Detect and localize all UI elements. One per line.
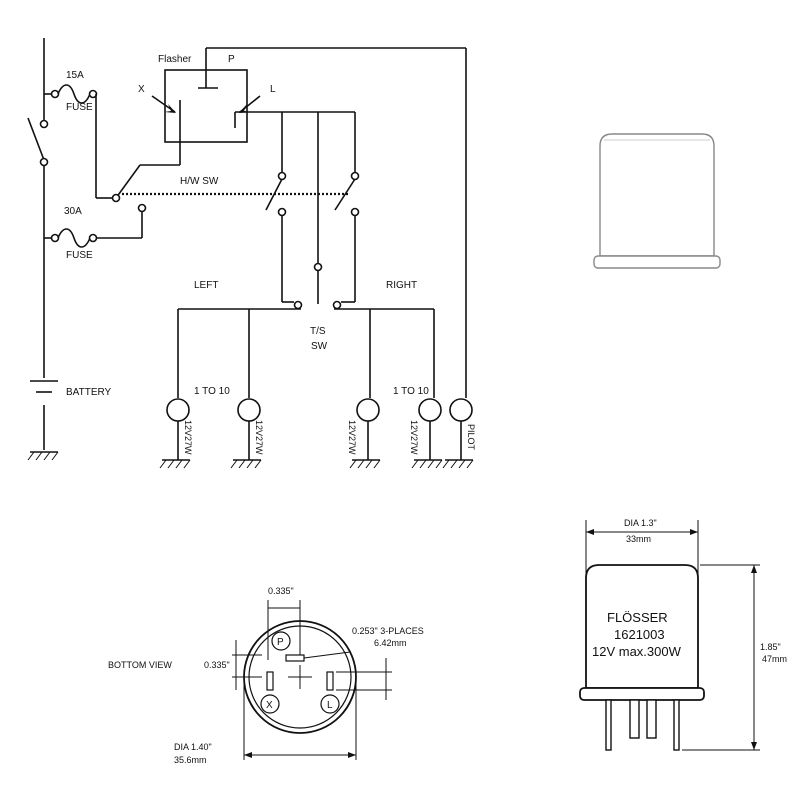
lamp-right-1-rating: 12V27W — [347, 420, 357, 455]
bottom-view-dim-pin: 0.253" 3-PLACES — [352, 626, 424, 636]
bottom-view-dim-left: 0.335" — [204, 660, 230, 670]
lamp-right-2 — [411, 398, 443, 469]
flasher-can-illustration — [593, 133, 721, 269]
terminal-l-label: L — [270, 84, 276, 95]
fuse-15a-rating: 15A — [66, 70, 84, 81]
side-view-dim-height: 1.85" — [760, 642, 781, 652]
lamp-left-2-rating: 12V27W — [254, 420, 264, 455]
bottom-view-dim-dia-mm: 35.6mm — [174, 755, 207, 765]
side-view-dim-dia-mm: 33mm — [626, 534, 651, 544]
bottom-view-dim-dia: DIA 1.40" — [174, 742, 212, 752]
left-label: LEFT — [194, 280, 218, 291]
battery-symbol — [30, 380, 58, 393]
turn-signal-switch — [281, 215, 356, 310]
product-part-number: 1621003 — [614, 627, 665, 642]
bottom-view-title: BOTTOM VIEW — [108, 660, 172, 670]
hw-switch-label: H/W SW — [180, 176, 219, 187]
lamp-right-1 — [349, 398, 381, 469]
main-switch — [27, 117, 49, 167]
terminal-x-label: X — [138, 84, 145, 95]
terminal-p-label: P — [228, 54, 235, 65]
bottom-view-dim-pin-mm: 6.42mm — [374, 638, 407, 648]
pin-x-label: X — [266, 700, 273, 711]
bottom-view-dim-top: 0.335" — [268, 586, 294, 596]
right-label: RIGHT — [386, 280, 417, 291]
hazard-switch — [111, 171, 360, 217]
fuse-30a-rating: 30A — [64, 206, 82, 217]
side-view-drawing — [579, 520, 760, 751]
lamp-right-2-rating: 12V27W — [409, 420, 419, 455]
main-ground-symbol — [27, 451, 59, 461]
pin-p-label: P — [277, 637, 284, 648]
pilot-label: PILOT — [466, 424, 476, 451]
ts-label-line2: SW — [311, 341, 328, 352]
ts-label-line1: T/S — [310, 326, 326, 337]
fuse-30a — [44, 212, 143, 248]
fuse-30a-label: FUSE — [66, 250, 93, 261]
battery-label: BATTERY — [66, 387, 112, 398]
flasher-label: Flasher — [158, 54, 192, 65]
side-view-dim-height-mm: 47mm — [762, 654, 787, 664]
lamp-count-right: 1 TO 10 — [393, 386, 429, 397]
wiring-schematic: 15A FUSE 30A FUSE BATTERY — [27, 38, 476, 469]
fuse-15a — [44, 84, 112, 199]
lamp-left-1-rating: 12V27W — [183, 420, 193, 455]
fuse-15a-label: FUSE — [66, 102, 93, 113]
lamp-left-1 — [159, 398, 191, 469]
flasher-unit — [151, 47, 466, 143]
side-view-dim-dia: DIA 1.3" — [624, 518, 657, 528]
pilot-lamp — [442, 398, 474, 469]
lamp-count-left: 1 TO 10 — [194, 386, 230, 397]
pin-l-label: L — [327, 700, 333, 711]
product-brand: FLÖSSER — [607, 610, 668, 625]
lamp-left-2 — [230, 398, 262, 469]
bottom-view-drawing — [232, 600, 392, 760]
product-rating: 12V max.300W — [592, 644, 682, 659]
